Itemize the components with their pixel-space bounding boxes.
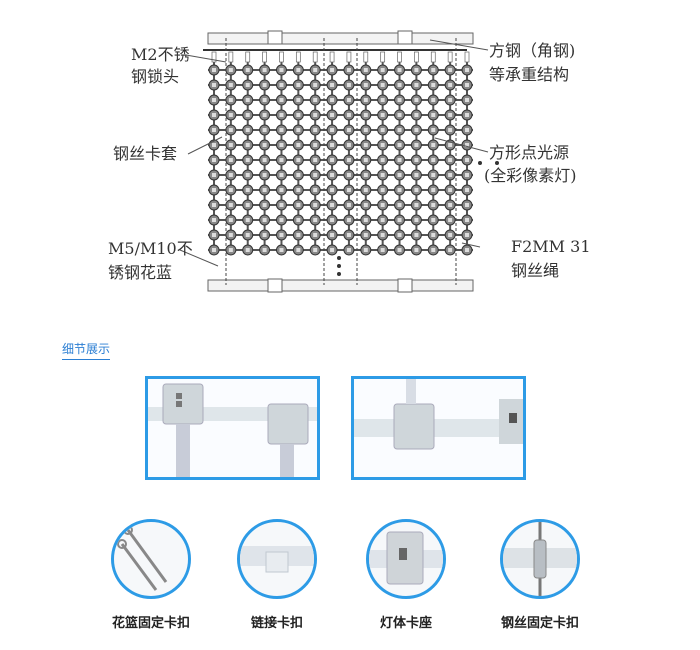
label-turnbuckle-line1: M5/M10不 — [108, 239, 193, 258]
label-wire-rope-line1: F2MM 31 — [511, 237, 591, 256]
label-square-steel-line2: 等承重结构 — [489, 65, 570, 84]
led-mesh-diagram — [179, 30, 499, 293]
label-pixel-light-line2: (全彩像素灯) — [484, 166, 577, 185]
label-turnbuckle-line2: 锈钢花蓝 — [108, 263, 173, 282]
caption-turnbuckle-clip: 花篮固定卡扣 — [111, 616, 190, 631]
label-wire-sleeve: 钢丝卡套 — [113, 144, 178, 163]
caption-wire-fix-clip: 钢丝固定卡扣 — [500, 616, 579, 631]
label-m2-lock-line2: 钢锁头 — [131, 67, 180, 86]
lamp-holder-image — [366, 519, 446, 599]
detail-photo-1 — [145, 376, 320, 480]
pixel-module-connection-image — [148, 383, 317, 477]
label-wire-rope-line2: 钢丝绳 — [511, 261, 560, 280]
pixel-module-side-image — [354, 379, 523, 450]
label-m2-lock-line1: M2不锈 — [131, 45, 190, 64]
section-title-details: 细节展示 — [62, 340, 111, 360]
caption-link-clip: 链接卡扣 — [250, 616, 303, 631]
link-clip-image — [237, 519, 317, 599]
label-square-steel-line1: 方钢（角钢) — [489, 41, 576, 60]
label-pixel-light-line1: 方形点光源 — [489, 143, 570, 162]
turnbuckle-clip-image — [111, 519, 191, 599]
wire-fix-clip-image — [500, 519, 580, 599]
detail-photo-2 — [351, 376, 526, 480]
structure-diagram: M2不锈 钢锁头 钢丝卡套 M5/M10不 锈钢花蓝 方钢（角钢) 等承重结构 … — [0, 0, 700, 310]
caption-lamp-holder: 灯体卡座 — [379, 616, 432, 631]
